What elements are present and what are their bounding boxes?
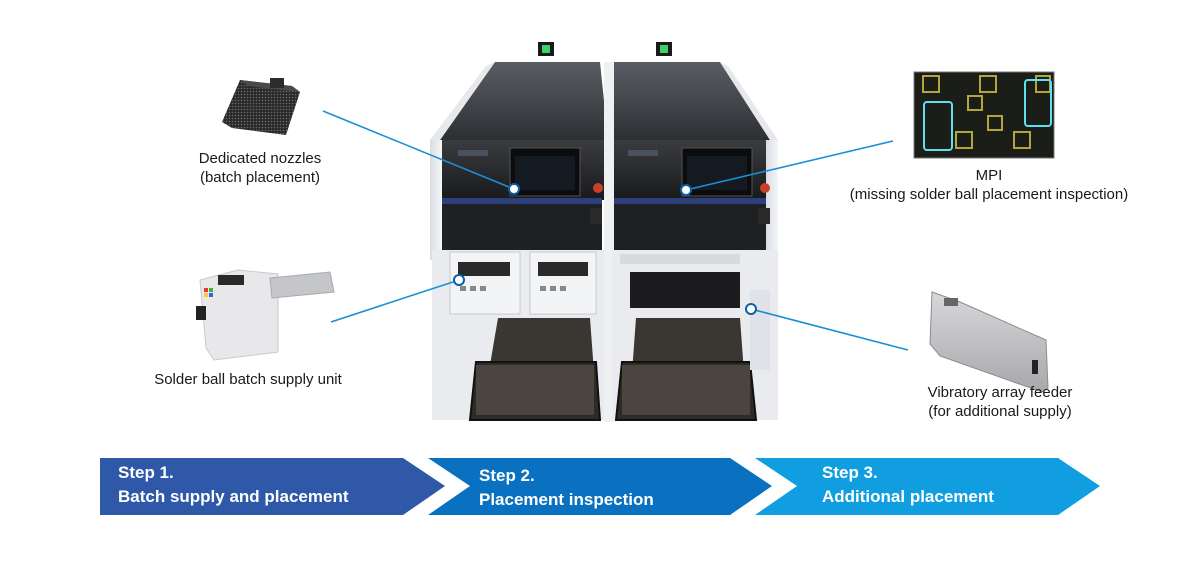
label-line: (missing solder ball placement inspectio… [849,186,1129,203]
step-1: Step 1. Batch supply and placement [118,461,349,509]
step-3-title: Step 3. [822,463,878,482]
callout-dot [745,303,757,315]
array-feeder-image [929,291,1049,393]
label-line: Solder ball batch supply unit [154,371,342,388]
connector-feeder [750,308,909,351]
step-2-label: Placement inspection [479,490,654,509]
machine-module-right [612,42,778,280]
step-2-title: Step 2. [479,466,535,485]
connector-mpi [685,140,894,191]
step-2: Step 2. Placement inspection [479,464,654,512]
callout-label-mpi: MPI (missing solder ball placement inspe… [830,166,1148,204]
pcb-inspection-image [913,71,1055,159]
step-3-label: Additional placement [822,487,994,506]
callout-label-nozzles: Dedicated nozzles (batch placement) [160,149,360,187]
machine-module-left [430,42,608,260]
step-arrows [100,458,1100,515]
label-line: Dedicated nozzles [198,150,322,167]
callout-dot [508,183,520,195]
step-1-arrow [100,458,445,515]
callout-dot [453,274,465,286]
label-line: (batch placement) [199,169,321,186]
callout-label-feeder: Vibratory array feeder (for additional s… [900,383,1100,421]
step-2-arrow [428,458,772,515]
step-1-label: Batch supply and placement [118,487,349,506]
nozzle-head-image [222,78,300,135]
label-line: Vibratory array feeder [927,384,1073,401]
placement-machine [430,42,778,422]
label-line: (for additional supply) [928,403,1072,420]
connector-supply-unit [330,279,460,323]
machine-lower-right [612,250,778,421]
callout-dot [680,184,692,196]
step-3: Step 3. Additional placement [822,461,994,509]
step-3-arrow [755,458,1100,515]
connector-nozzles [322,110,515,190]
callout-connectors [322,110,909,351]
callout-label-supply-unit: Solder ball batch supply unit [118,370,378,389]
label-line: MPI [975,167,1003,184]
supply-unit-image [196,269,335,361]
module-divider [604,62,614,422]
step-1-title: Step 1. [118,463,174,482]
